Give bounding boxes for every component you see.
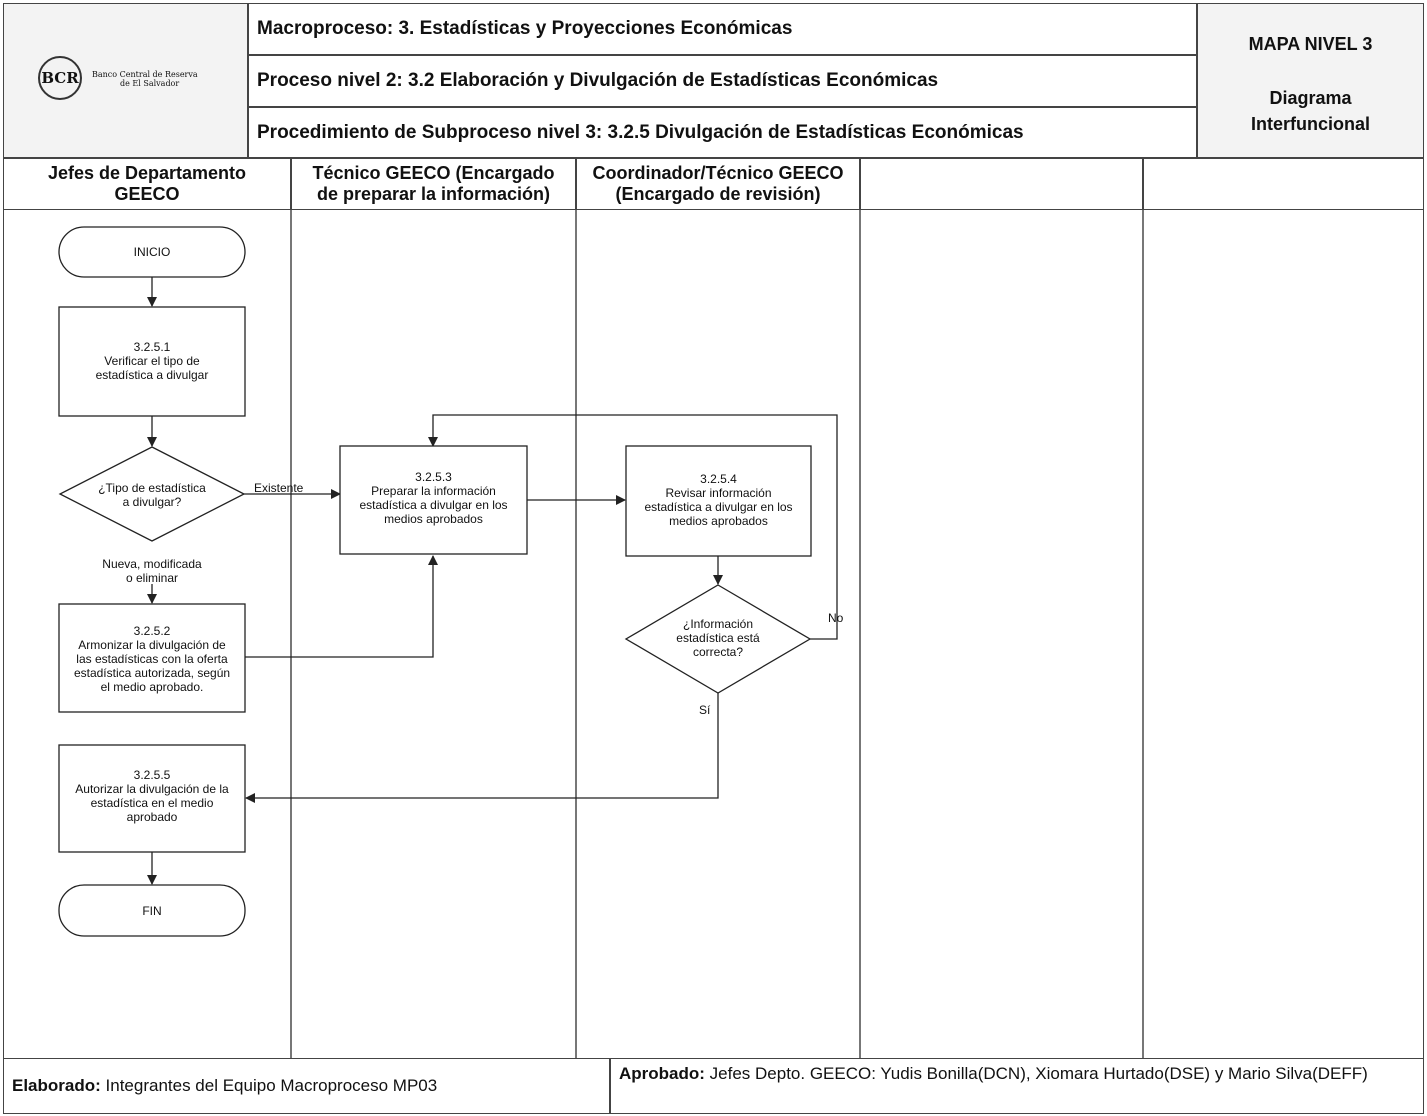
edge-label-no: No <box>828 611 844 625</box>
lane-header-tecnico: Técnico GEECO (Encargado de preparar la … <box>291 158 576 210</box>
logo-text-line2: de El Salvador <box>120 79 180 88</box>
decision-text-line: ¿Tipo de estadística <box>98 481 206 495</box>
fin-text: FIN <box>142 903 162 918</box>
proceso-text: Proceso nivel 2: 3.2 Elaboración y Divul… <box>257 70 939 91</box>
edge-si-3255 <box>245 693 719 803</box>
decision-text-line: correcta? <box>692 645 744 659</box>
aprobado-value: Jefes Depto. GEECO: Yudis Bonilla(DCN), … <box>704 1064 1368 1083</box>
edge-label-existente: Existente <box>254 481 304 495</box>
process-3253-label: 3.2.5.3 Preparar la información estadíst… <box>340 465 527 531</box>
process-text-line: Autorizar la divulgación de la <box>75 782 229 796</box>
decision-correcta <box>624 584 812 694</box>
footer-aprobado: Aprobado: Jefes Depto. GEECO: Yudis Boni… <box>610 1058 1424 1114</box>
edge-3252-3253 <box>245 555 438 658</box>
process-id: 3.2.5.1 <box>133 340 171 354</box>
process-id: 3.2.5.2 <box>133 624 171 638</box>
process-text-line: estadística autorizada, según <box>73 666 231 680</box>
process-text-line: estadística a divulgar <box>95 368 209 382</box>
lane-header-line: de preparar la información) <box>316 184 551 204</box>
lane-header-coordinador: Coordinador/Técnico GEECO (Encargado de … <box>576 158 860 210</box>
inicio-label: INICIO <box>59 227 245 277</box>
lane-header-line: Coordinador/Técnico GEECO <box>592 163 844 183</box>
terminator-inicio <box>58 226 246 278</box>
edge-label-line: Nueva, modificada <box>102 557 202 571</box>
lane-body-tecnico <box>291 210 576 1058</box>
lane-header-line: (Encargado de revisión) <box>615 184 821 204</box>
fin-label: FIN <box>59 885 245 936</box>
lane-header-empty-4 <box>860 158 1143 210</box>
process-3253 <box>339 445 528 555</box>
process-3255-label: 3.2.5.5 Autorizar la divulgación de la e… <box>59 766 245 826</box>
process-id: 3.2.5.5 <box>133 768 171 782</box>
process-text-line: el medio aprobado. <box>100 680 204 694</box>
process-id: 3.2.5.4 <box>700 472 737 486</box>
logo-box: BCR Banco Central de Reserva de El Salva… <box>3 3 248 158</box>
terminator-fin <box>58 884 246 937</box>
process-3254-label: 3.2.5.4 Revisar información estadística … <box>626 467 811 533</box>
process-3252-label: 3.2.5.2 Armonizar la divulgación de las … <box>59 618 245 700</box>
process-text-line: medios aprobados <box>384 512 483 526</box>
lane-header-empty-5 <box>1143 158 1424 210</box>
process-3255 <box>58 744 246 853</box>
decision-text-line: ¿Información <box>682 617 754 631</box>
aprobado-label: Aprobado: <box>619 1064 705 1083</box>
lane-body-jefes <box>3 210 291 1058</box>
diagram-type-line1: Diagrama <box>1269 88 1352 108</box>
decision-tipo <box>58 446 246 542</box>
lane-header-jefes: Jefes de Departamento GEECO <box>3 158 291 210</box>
footer-elaborado: Elaborado: Integrantes del Equipo Macrop… <box>3 1058 610 1114</box>
procedimiento-text: Procedimiento de Subproceso nivel 3: 3.2… <box>257 121 1024 143</box>
process-text-line: Preparar la información <box>371 484 496 498</box>
process-3251 <box>58 306 246 417</box>
edge-label-nueva: Nueva, modificada o eliminar <box>82 557 222 585</box>
decision-tipo-label: ¿Tipo de estadística a divulgar? <box>60 480 244 510</box>
lane-header-line: Técnico GEECO (Encargado <box>312 163 555 183</box>
process-3252 <box>58 603 246 713</box>
lane-body-coordinador <box>576 210 860 1058</box>
procedimiento-row: Procedimiento de Subproceso nivel 3: 3.2… <box>248 107 1197 158</box>
logo-text-line1: Banco Central de Reserva <box>92 70 198 79</box>
decision-correcta-label: ¿Información estadística está correcta? <box>640 615 796 661</box>
lane-header-line: GEECO <box>114 184 180 204</box>
diagram-type-line2: Interfuncional <box>1250 114 1370 134</box>
process-text-line: las estadísticas con la oferta <box>76 652 228 666</box>
process-text-line: Verificar el tipo de <box>104 354 200 368</box>
lane-body-empty-5 <box>1143 210 1424 1058</box>
decision-text-line: a divulgar? <box>122 495 182 509</box>
process-text-line: aprobado <box>126 810 178 824</box>
map-level-title: MAPA NIVEL 3 <box>1248 34 1373 54</box>
decision-text-line: estadística está <box>676 631 760 645</box>
map-level-box: MAPA NIVEL 3 Diagrama Interfuncional <box>1197 3 1424 158</box>
process-text-line: estadística en el medio <box>90 796 214 810</box>
process-text-line: medios aprobados <box>669 514 768 528</box>
process-text-line: Armonizar la divulgación de <box>78 638 226 652</box>
lane-body-empty-4 <box>860 210 1143 1058</box>
process-text-line: estadística a divulgar en los <box>644 500 793 514</box>
edge-label-line: o eliminar <box>125 571 179 585</box>
proceso-row: Proceso nivel 2: 3.2 Elaboración y Divul… <box>248 55 1197 107</box>
lane-header-line: Jefes de Departamento <box>47 163 247 183</box>
edge-label-si: Sí <box>699 703 711 717</box>
process-id: 3.2.5.3 <box>415 470 452 484</box>
process-text-line: estadística a divulgar en los <box>359 498 508 512</box>
elaborado-label: Elaborado: <box>12 1076 101 1095</box>
logo-mark: BCR <box>38 56 82 100</box>
process-3254 <box>625 445 812 557</box>
process-text-line: Revisar información <box>665 486 772 500</box>
elaborado-value: Integrantes del Equipo Macroproceso MP03 <box>100 1076 438 1095</box>
bcr-logo-icon: BCR <box>38 56 82 100</box>
inicio-text: INICIO <box>133 245 171 259</box>
macroproceso-text: Macroproceso: 3. Estadísticas y Proyecci… <box>257 18 793 39</box>
process-3251-label: 3.2.5.1 Verificar el tipo de estadística… <box>59 333 245 389</box>
macroproceso-row: Macroproceso: 3. Estadísticas y Proyecci… <box>248 3 1197 55</box>
edge-no-loop <box>428 414 838 640</box>
